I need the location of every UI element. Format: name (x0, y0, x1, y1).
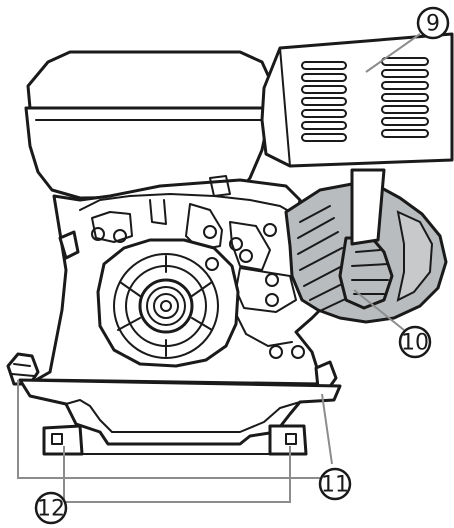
callout-10-label: 10 (401, 331, 429, 356)
base-plate (18, 378, 342, 456)
callout-11: 11 (318, 467, 352, 501)
leader-lines (17, 33, 421, 503)
fuel-tank (24, 50, 274, 200)
bolts (91, 223, 305, 359)
intake-manifold (284, 168, 448, 324)
callout-12-label: 12 (37, 497, 65, 522)
callout-9-label: 9 (426, 12, 440, 37)
muffler-cover (260, 32, 454, 168)
callout-12: 12 (34, 491, 68, 525)
callout-9: 9 (416, 6, 450, 40)
callout-11-label: 11 (321, 473, 349, 498)
callout-10: 10 (398, 325, 432, 359)
starter-hub (96, 238, 240, 368)
